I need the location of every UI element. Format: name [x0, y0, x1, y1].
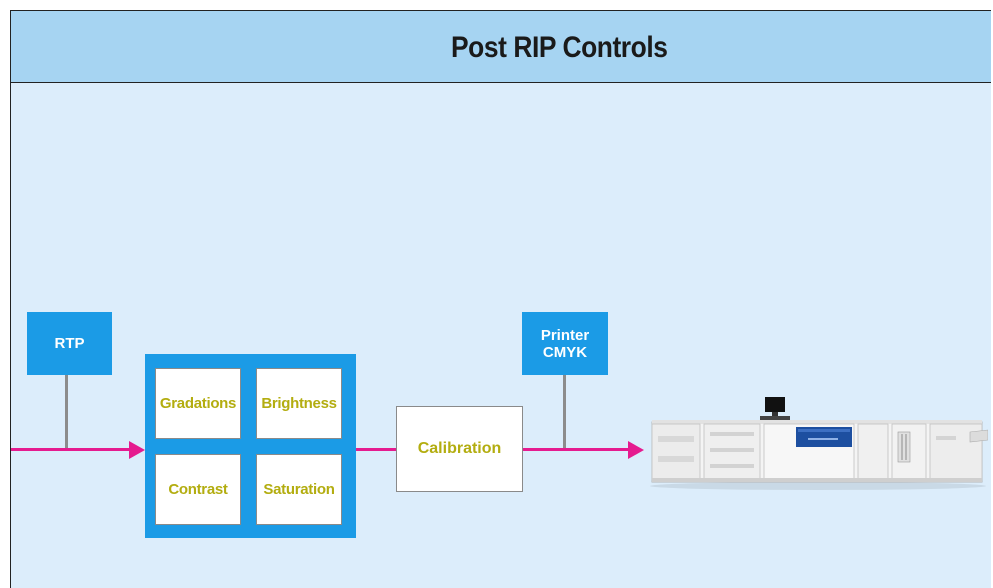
flow-line-input	[11, 448, 133, 451]
gradations-box: Gradations	[155, 368, 241, 439]
brightness-box: Brightness	[256, 368, 342, 439]
saturation-box: Saturation	[256, 454, 342, 525]
flow-line-middle	[356, 448, 396, 451]
arrowhead-to-printer	[628, 440, 644, 459]
flow-line-output	[523, 448, 631, 451]
printer-pole	[563, 375, 566, 448]
calibration-box: Calibration	[396, 406, 523, 492]
header-bar: Post RIP Controls	[11, 11, 991, 83]
printer-cmyk-label-box: Printer CMYK	[522, 312, 608, 375]
controls-group: Gradations Brightness Contrast Saturatio…	[145, 354, 356, 538]
production-printer-icon	[650, 397, 988, 490]
contrast-box: Contrast	[155, 454, 241, 525]
rtp-label-box: RTP	[27, 312, 112, 375]
arrowhead-to-controls	[129, 440, 145, 459]
page-title: Post RIP Controls	[451, 31, 668, 64]
rtp-pole	[65, 375, 68, 448]
